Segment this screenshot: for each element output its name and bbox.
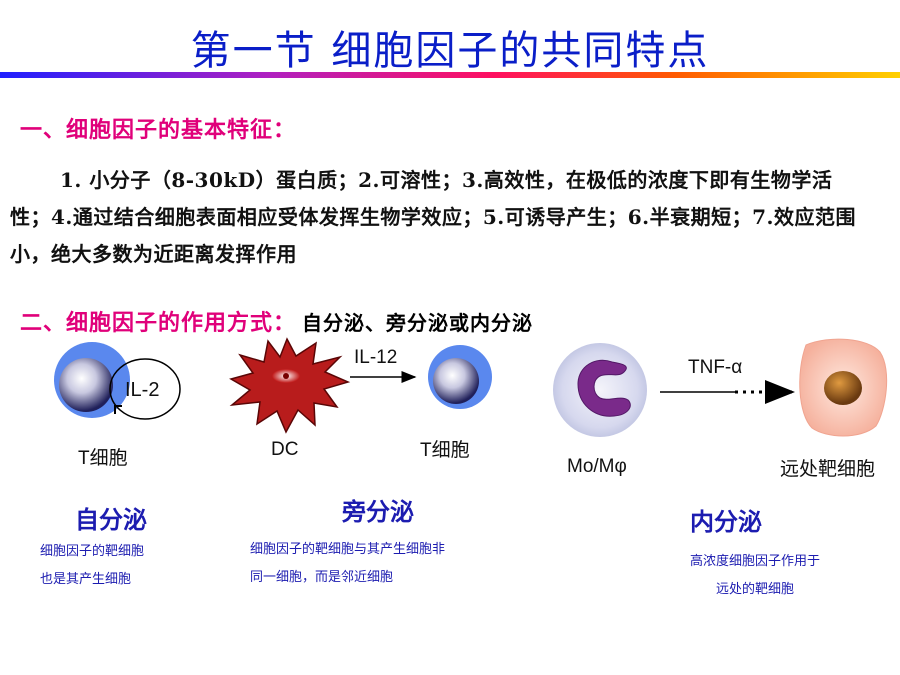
endocrine-description: 高浓度细胞因子作用于 远处的靶细胞: [640, 548, 870, 604]
autocrine-desc-line2: 也是其产生细胞: [40, 572, 132, 587]
paracrine-desc-line1: 细胞因子的靶细胞与其产生细胞非: [250, 542, 446, 557]
monocyte-cell: [553, 343, 647, 437]
section-2-heading: 二、细胞因子的作用方式：自分泌、旁分泌或内分泌: [20, 305, 533, 337]
endocrine-target-label: 远处靶细胞: [780, 458, 875, 480]
autocrine-cytokine-label: IL-2: [125, 379, 159, 401]
endocrine-source-label: Mo/Mφ: [567, 456, 627, 477]
paracrine-t-cell: [428, 345, 492, 409]
endocrine-type-label: 内分泌: [690, 508, 762, 536]
autocrine-type-label: 自分泌: [75, 506, 147, 534]
section-2-suffix: 自分泌、旁分泌或内分泌: [302, 311, 534, 335]
autocrine-arrow-icon: [114, 405, 122, 414]
endocrine-desc-line2: 远处的靶细胞: [715, 582, 794, 597]
distant-target-cell: [799, 338, 888, 437]
section-1-heading: 一、细胞因子的基本特征：: [20, 118, 297, 143]
paracrine-target-label: T细胞: [420, 439, 470, 461]
dendritic-cell-core: [283, 373, 289, 379]
dendritic-cell: [229, 337, 351, 434]
paracrine-desc-line2: 同一细胞，而是邻近细胞: [250, 570, 394, 585]
features-paragraph: 1. 小分子（8-30kD）蛋白质；2.可溶性；3.高效性，在极低的浓度下即有生…: [10, 168, 857, 266]
title-underline: [0, 72, 900, 78]
paracrine-description: 细胞因子的靶细胞与其产生细胞非 同一细胞，而是邻近细胞: [250, 536, 570, 592]
endocrine-cytokine-label: TNF-α: [688, 357, 742, 378]
paracrine-type-label: 旁分泌: [342, 498, 414, 526]
page-title: 第一节 细胞因子的共同特点: [190, 28, 710, 74]
paracrine-source-label: DC: [271, 439, 298, 460]
endocrine-desc-line1: 高浓度细胞因子作用于: [689, 554, 820, 569]
autocrine-cell-label: T细胞: [78, 447, 128, 469]
autocrine-description: 细胞因子的靶细胞 也是其产生细胞: [40, 538, 240, 594]
paracrine-cytokine-label: IL-12: [354, 347, 397, 368]
autocrine-desc-line1: 细胞因子的靶细胞: [40, 544, 145, 559]
autocrine-loop: [109, 358, 181, 420]
autocrine-t-cell: [54, 342, 130, 418]
section-2-title: 二、细胞因子的作用方式：: [20, 311, 297, 336]
